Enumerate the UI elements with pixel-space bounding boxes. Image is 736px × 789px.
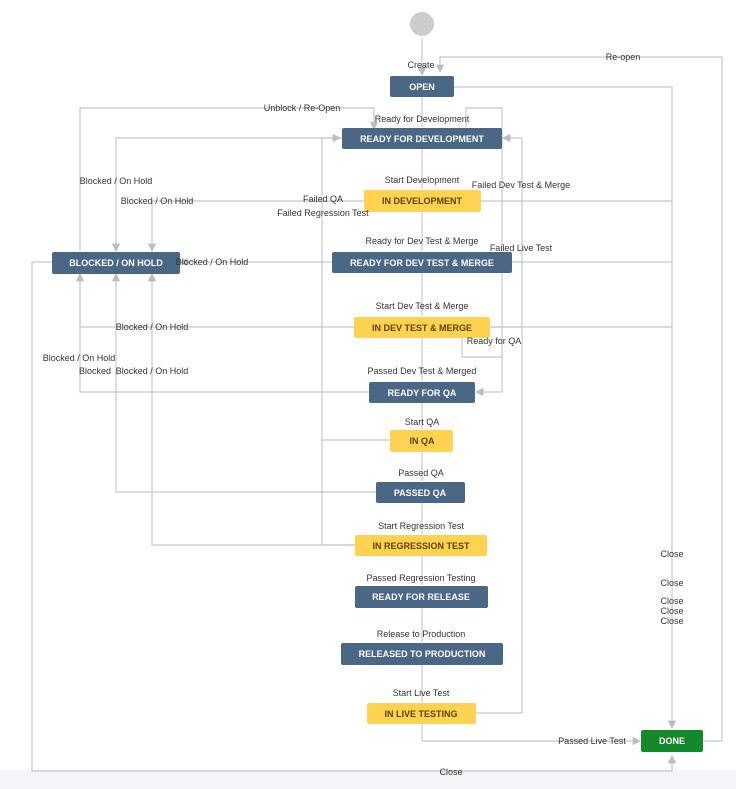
status-in-dev-test-merge[interactable]: IN DEV TEST & MERGE bbox=[354, 317, 490, 338]
transition-blocked-5[interactable]: Blocked / On Hold bbox=[43, 353, 116, 363]
status-in-live-testing-label: IN LIVE TESTING bbox=[384, 709, 457, 719]
edge-close-blocked bbox=[31, 261, 677, 772]
edge-blocked-passed-qa bbox=[111, 272, 376, 493]
status-released-to-production[interactable]: RELEASED TO PRODUCTION bbox=[341, 643, 503, 665]
transition-ready-for-development[interactable]: Ready for Development bbox=[375, 114, 470, 124]
transition-failed-dev-test-merge[interactable]: Failed Dev Test & Merge bbox=[472, 180, 570, 190]
start-node bbox=[410, 12, 434, 36]
status-ready-for-development-label: READY FOR DEVELOPMENT bbox=[360, 134, 484, 144]
edge-failed-devtest bbox=[490, 133, 523, 328]
transition-labels: Create Re-open Unblock / Re-Open Ready f… bbox=[43, 52, 684, 777]
status-ready-for-release-label: READY FOR RELEASE bbox=[372, 592, 470, 602]
status-in-regression-test[interactable]: IN REGRESSION TEST bbox=[355, 535, 487, 556]
status-ready-for-dev-test-merge-label: READY FOR DEV TEST & MERGE bbox=[350, 258, 494, 268]
transition-passed-live-test[interactable]: Passed Live Test bbox=[558, 736, 626, 746]
transition-start-dev-test-merge[interactable]: Start Dev Test & Merge bbox=[376, 301, 469, 311]
transition-passed-dev-test-merged[interactable]: Passed Dev Test & Merged bbox=[368, 366, 477, 376]
status-done[interactable]: DONE bbox=[641, 730, 703, 752]
transition-passed-regression-testing[interactable]: Passed Regression Testing bbox=[367, 573, 476, 583]
transition-lines bbox=[31, 38, 723, 772]
status-in-regression-test-label: IN REGRESSION TEST bbox=[372, 541, 470, 551]
status-in-development[interactable]: IN DEVELOPMENT bbox=[364, 190, 481, 212]
transition-ready-for-dev-test-merge[interactable]: Ready for Dev Test & Merge bbox=[366, 236, 479, 246]
canvas-footer bbox=[0, 770, 736, 789]
edge-ready-for-qa bbox=[461, 107, 503, 358]
transition-blocked-4[interactable]: Blocked / On Hold bbox=[116, 322, 189, 332]
transition-reopen[interactable]: Re-open bbox=[606, 52, 641, 62]
edge-blocked-ready-dev bbox=[111, 137, 342, 253]
status-released-to-production-label: RELEASED TO PRODUCTION bbox=[359, 649, 486, 659]
transition-failed-regression-test[interactable]: Failed Regression Test bbox=[277, 208, 369, 218]
edge-close-open bbox=[454, 86, 677, 730]
transition-create[interactable]: Create bbox=[407, 60, 434, 70]
transition-blocked-3[interactable]: Blocked / On Hold bbox=[176, 257, 249, 267]
edge-passed-live-test bbox=[421, 724, 642, 746]
edge-blocked-regression bbox=[147, 272, 355, 546]
transition-blocked-2[interactable]: Blocked / On Hold bbox=[121, 196, 194, 206]
status-ready-for-qa[interactable]: READY FOR QA bbox=[369, 382, 475, 403]
edge-ready-for-qa-2 bbox=[474, 357, 503, 397]
status-ready-for-dev-test-merge[interactable]: READY FOR DEV TEST & MERGE bbox=[332, 252, 512, 273]
transition-close-3[interactable]: Close bbox=[660, 596, 683, 606]
status-done-label: DONE bbox=[659, 736, 685, 746]
transition-start-development[interactable]: Start Development bbox=[385, 175, 460, 185]
transition-blocked-short[interactable]: Blocked bbox=[79, 366, 111, 376]
status-in-development-label: IN DEVELOPMENT bbox=[382, 196, 463, 206]
edge-reopen bbox=[435, 56, 723, 742]
status-in-qa-label: IN QA bbox=[409, 436, 435, 446]
transition-blocked-6[interactable]: Blocked / On Hold bbox=[116, 366, 189, 376]
edge-failed-regression bbox=[321, 440, 355, 546]
edge-blocked-ready-qa bbox=[79, 274, 369, 393]
transition-failed-qa[interactable]: Failed QA bbox=[303, 194, 343, 204]
transition-unblock-reopen[interactable]: Unblock / Re-Open bbox=[264, 103, 341, 113]
status-blocked-on-hold-label: BLOCKED / ON HOLD bbox=[69, 258, 163, 268]
transition-close-1[interactable]: Close bbox=[660, 549, 683, 559]
transition-failed-live-test[interactable]: Failed Live Test bbox=[490, 243, 553, 253]
transition-start-qa[interactable]: Start QA bbox=[405, 417, 440, 427]
edge-unblock-reopen bbox=[79, 107, 379, 251]
status-in-live-testing[interactable]: IN LIVE TESTING bbox=[367, 703, 476, 724]
transition-ready-for-qa[interactable]: Ready for QA bbox=[467, 336, 522, 346]
edge-failed-live-test bbox=[476, 327, 523, 714]
transition-close-5[interactable]: Close bbox=[660, 616, 683, 626]
status-ready-for-qa-label: READY FOR QA bbox=[388, 388, 457, 398]
transition-passed-qa[interactable]: Passed QA bbox=[398, 468, 444, 478]
status-blocked-on-hold[interactable]: BLOCKED / ON HOLD bbox=[52, 252, 180, 274]
status-ready-for-release[interactable]: READY FOR RELEASE bbox=[355, 586, 488, 608]
transition-start-regression-test[interactable]: Start Regression Test bbox=[378, 521, 464, 531]
status-in-dev-test-merge-label: IN DEV TEST & MERGE bbox=[372, 323, 472, 333]
transition-close-6[interactable]: Close bbox=[439, 767, 462, 777]
edge-blocked-in-devtest bbox=[75, 272, 354, 328]
transition-close-4[interactable]: Close bbox=[660, 606, 683, 616]
status-ready-for-development[interactable]: READY FOR DEVELOPMENT bbox=[342, 128, 502, 149]
edge-blocked-in-dev bbox=[147, 200, 364, 253]
status-open-label: OPEN bbox=[409, 82, 435, 92]
transition-blocked-1[interactable]: Blocked / On Hold bbox=[80, 176, 153, 186]
transition-release-to-production[interactable]: Release to Production bbox=[377, 629, 466, 639]
edge-failed-qa bbox=[321, 133, 390, 441]
status-passed-qa-label: PASSED QA bbox=[394, 488, 447, 498]
transition-close-2[interactable]: Close bbox=[660, 578, 683, 588]
status-open[interactable]: OPEN bbox=[390, 76, 454, 97]
status-passed-qa[interactable]: PASSED QA bbox=[376, 482, 465, 503]
status-in-qa[interactable]: IN QA bbox=[390, 430, 453, 452]
transition-start-live-test[interactable]: Start Live Test bbox=[393, 688, 450, 698]
